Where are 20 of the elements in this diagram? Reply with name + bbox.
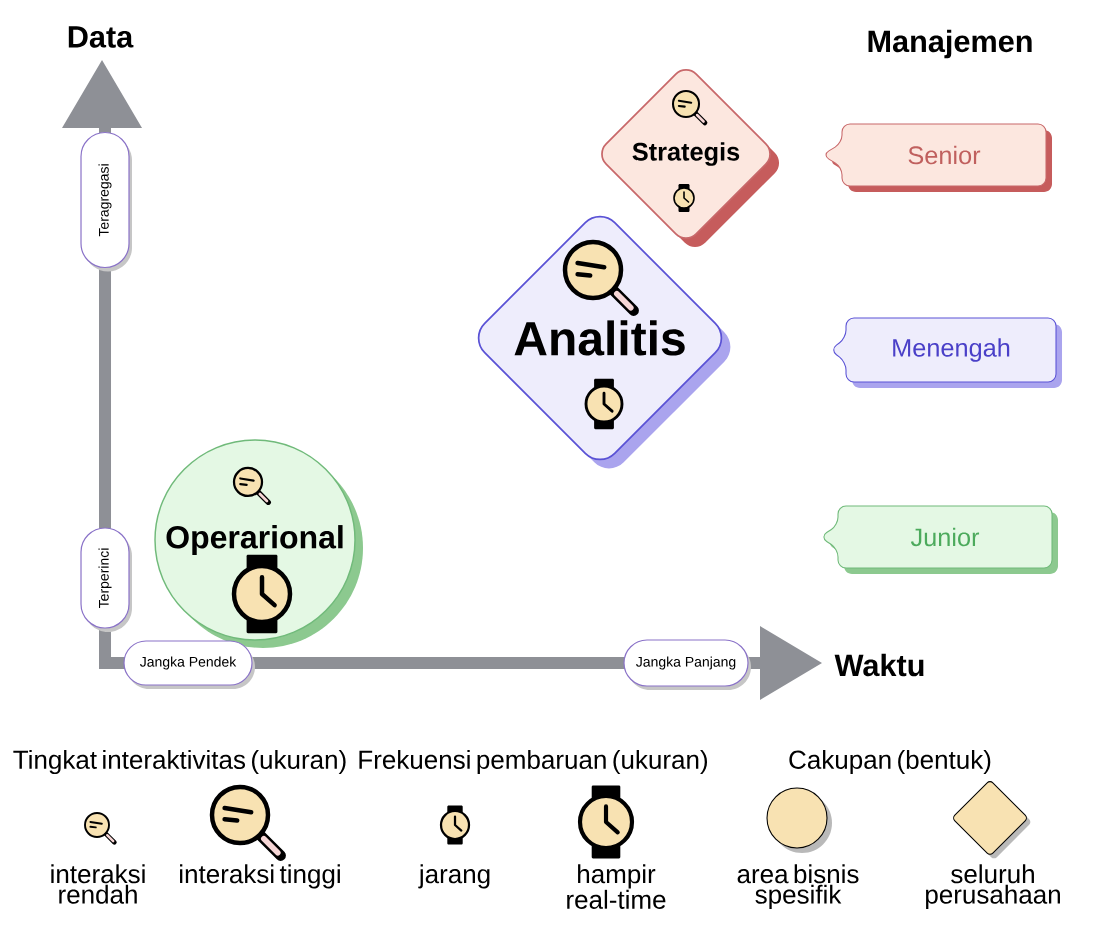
legend-heading: Cakupan (bentuk)	[789, 749, 991, 775]
circle-node: Operarional	[154, 439, 363, 648]
legend-text: area bisnis spesifik	[737, 864, 859, 909]
legend-text: interaksi rendah	[51, 864, 145, 904]
legend-text: interaksi tinggi	[180, 864, 340, 889]
column-title: Manajemen	[868, 29, 1032, 59]
legend-text: seluruh perusahaan	[926, 864, 1060, 909]
axis-pill: Terperinci	[80, 527, 132, 632]
axis-title: Data	[68, 26, 134, 48]
legend-text: hampir real-time	[567, 864, 666, 909]
axis-title: Waktu	[834, 653, 924, 677]
speech-bubble: Menengah	[833, 317, 1062, 388]
axis-pill: Jangka Panjang	[623, 639, 751, 690]
legend-text: jarang	[418, 864, 490, 889]
axis-pill: Teragregasi	[80, 131, 132, 272]
speech-bubble: Senior	[825, 123, 1052, 192]
legend-heading: Tingkat interaktivitas (ukuran)	[13, 749, 346, 775]
axis-pill: Jangka Pendek	[123, 640, 255, 689]
speech-bubble: Junior	[823, 505, 1058, 574]
legend-heading: Frekuensi pembaruan (ukuran)	[359, 749, 707, 775]
